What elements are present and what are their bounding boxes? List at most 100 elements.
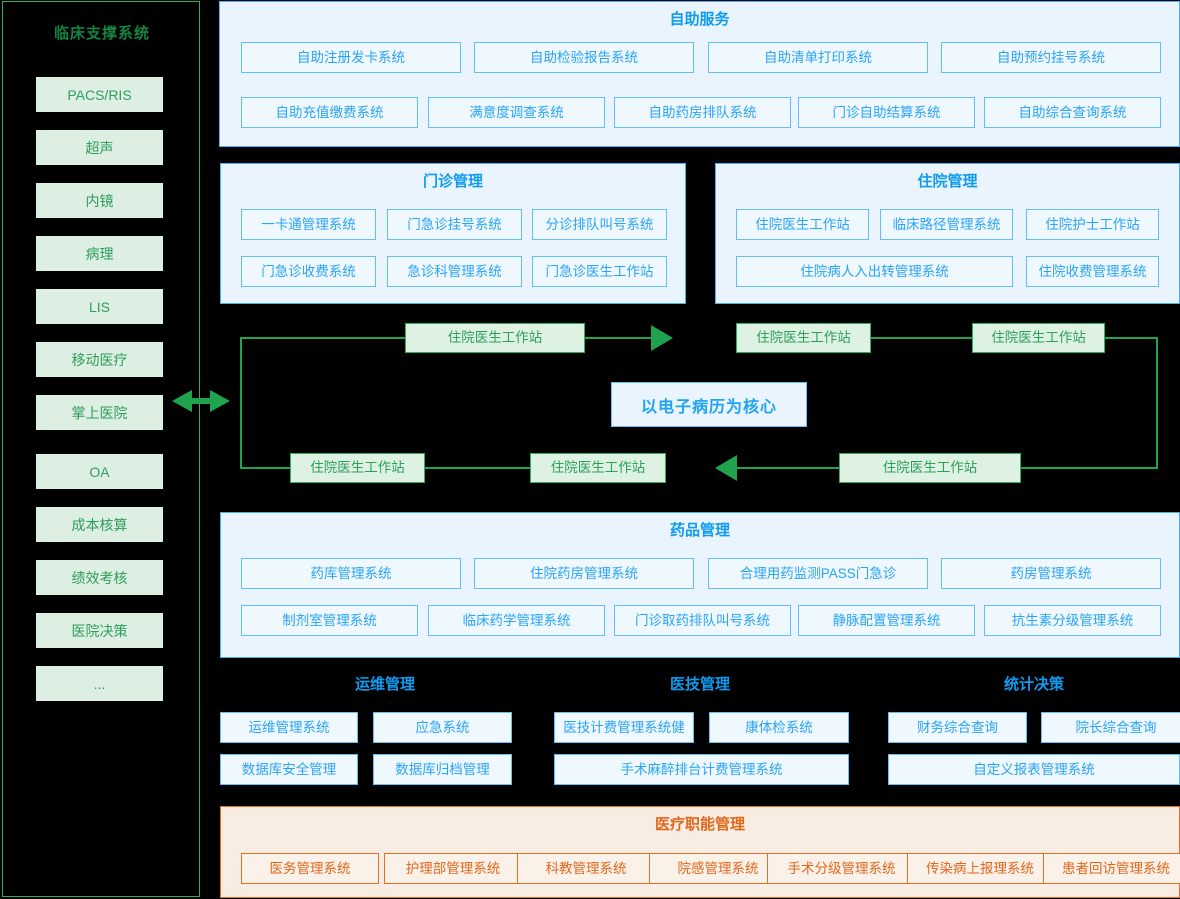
chip-inpatient-doctor-station[interactable]: 住院医生工作站 (736, 209, 869, 240)
sidebar-item-label: 绩效考核 (71, 569, 128, 586)
sidebar-item-label: 医院决策 (71, 622, 128, 639)
flow-line-right (1156, 337, 1158, 469)
sidebar-item-pathology[interactable]: 病理 (36, 236, 163, 271)
chip-outpatient-drug-queue[interactable]: 门诊取药排队叫号系统 (614, 605, 791, 636)
chip-antibiotic-grading[interactable]: 抗生素分级管理系统 (984, 605, 1161, 636)
flow-line-bottom-mid-left (414, 467, 532, 469)
chip-infectious-disease-report[interactable]: 传染病上报理系统 (907, 853, 1053, 884)
chip-medical-affairs[interactable]: 医务管理系统 (241, 853, 379, 884)
chip-infection-control[interactable]: 院感管理系统 (649, 853, 787, 884)
chip-clinical-pharmacy[interactable]: 临床药学管理系统 (428, 605, 605, 636)
chip-label: 财务综合查询 (917, 719, 998, 735)
chip-self-general-query[interactable]: 自助综合查询系统 (984, 97, 1161, 128)
chip-label: 科教管理系统 (545, 860, 627, 876)
sidebar-item-more[interactable]: ... (36, 666, 163, 701)
chip-iv-compounding[interactable]: 静脉配置管理系统 (798, 605, 975, 636)
sidebar-item-label: OA (89, 463, 110, 480)
sidebar-item-label: 成本核算 (71, 516, 128, 533)
panel-outpatient-title: 门诊管理 (422, 173, 483, 190)
chip-triage-queue[interactable]: 分诊排队叫号系统 (532, 209, 667, 240)
chip-director-query[interactable]: 院长综合查询 (1041, 712, 1180, 743)
sidebar-item-lis[interactable]: LIS (36, 289, 163, 324)
chip-pharmacy-management[interactable]: 药房管理系统 (941, 558, 1161, 589)
sidebar-item-cost-accounting[interactable]: 成本核算 (36, 507, 163, 542)
chip-inpatient-admission-transfer[interactable]: 住院病人入出转管理系统 (736, 256, 1013, 287)
chip-emergency-system[interactable]: 应急系统 (373, 712, 512, 743)
sidebar-item-mobile-care[interactable]: 移动医疗 (36, 342, 163, 377)
chip-drug-warehouse[interactable]: 药库管理系统 (241, 558, 461, 589)
sidebar-item-hospital-decision[interactable]: 医院决策 (36, 613, 163, 648)
flow-line-top-arrow (582, 337, 672, 339)
chip-db-archive[interactable]: 数据库归档管理 (373, 754, 512, 785)
chip-label: 制剂室管理系统 (282, 612, 377, 628)
emr-core-box[interactable]: 以电子病历为核心 (611, 382, 807, 427)
sidebar-item-ultrasound[interactable]: 超声 (36, 130, 163, 165)
chip-emergency-dept[interactable]: 急诊科管理系统 (387, 256, 522, 287)
chip-anesthesia-scheduling-billing[interactable]: 手术麻醉排台计费管理系统 (554, 754, 849, 785)
chip-label: 一卡通管理系统 (261, 216, 356, 232)
chip-nursing-dept[interactable]: 护理部管理系统 (384, 853, 522, 884)
chip-outpatient-doctor-station[interactable]: 门急诊医生工作站 (532, 256, 667, 287)
chip-label: 数据库安全管理 (241, 761, 337, 777)
chip-self-recharge[interactable]: 自助充值缴费系统 (241, 97, 418, 128)
flow-node-bottom-mid[interactable]: 住院医生工作站 (530, 453, 666, 483)
chip-medtech-billing[interactable]: 医技计费管理系统健 (554, 712, 694, 743)
bidirectional-link-arrow-icon (172, 390, 230, 412)
chip-inpatient-charging[interactable]: 住院收费管理系统 (1026, 256, 1159, 287)
chip-label: 自助药房排队系统 (648, 104, 757, 120)
panel-drug-title: 药品管理 (669, 522, 730, 539)
flow-node-top-right[interactable]: 住院医生工作站 (972, 323, 1105, 353)
chip-surgery-grading[interactable]: 手术分级管理系统 (767, 853, 916, 884)
emr-core-label: 以电子病历为核心 (640, 398, 777, 416)
clinical-support-sidebar: 临床支撑系统 PACS/RIS 超声 内镜 病理 LIS 移动医疗 掌上医院 O… (2, 1, 200, 897)
chip-patient-followup[interactable]: 患者回访管理系统 (1043, 853, 1180, 884)
flow-node-top-mid[interactable]: 住院医生工作站 (736, 323, 871, 353)
chip-label: 医务管理系统 (269, 860, 351, 876)
chip-outpatient-charging[interactable]: 门急诊收费系统 (241, 256, 376, 287)
chip-finance-query[interactable]: 财务综合查询 (888, 712, 1027, 743)
sidebar-item-palm-hospital[interactable]: 掌上医院 (36, 395, 163, 430)
chip-inpatient-pharmacy[interactable]: 住院药房管理系统 (474, 558, 694, 589)
sidebar-item-label: 移动医疗 (71, 351, 128, 368)
chip-one-card[interactable]: 一卡通管理系统 (241, 209, 376, 240)
chip-self-bill-print[interactable]: 自助清单打印系统 (708, 42, 928, 73)
flow-node-bottom-left[interactable]: 住院医生工作站 (290, 453, 425, 483)
chip-label: 院长综合查询 (1075, 719, 1157, 735)
chip-db-security[interactable]: 数据库安全管理 (220, 754, 358, 785)
sidebar-item-label: 病理 (85, 245, 114, 262)
sidebar-item-label: 内镜 (85, 192, 114, 209)
sidebar-item-oa[interactable]: OA (36, 454, 163, 489)
chip-label: 静脉配置管理系统 (832, 612, 941, 628)
chip-outpatient-self-settlement[interactable]: 门诊自助结算系统 (798, 97, 975, 128)
col-medtech-title: 医技管理 (669, 676, 730, 693)
sidebar-item-label: 超声 (85, 139, 114, 156)
flow-node-top-left[interactable]: 住院医生工作站 (405, 323, 585, 353)
chip-outpatient-registration[interactable]: 门急诊挂号系统 (387, 209, 522, 240)
chip-ops-management[interactable]: 运维管理系统 (220, 712, 358, 743)
chip-clinical-pathway[interactable]: 临床路径管理系统 (880, 209, 1013, 240)
flow-node-bottom-right[interactable]: 住院医生工作站 (839, 453, 1021, 483)
chip-preparation-room[interactable]: 制剂室管理系统 (241, 605, 418, 636)
chip-label: 住院收费管理系统 (1038, 263, 1147, 279)
chip-label: 住院病人入出转管理系统 (800, 263, 949, 279)
chip-self-lab-report[interactable]: 自助检验报告系统 (474, 42, 694, 73)
sidebar-item-endoscopy[interactable]: 内镜 (36, 183, 163, 218)
chip-self-appointment[interactable]: 自助预约挂号系统 (941, 42, 1161, 73)
chip-education-research[interactable]: 科教管理系统 (517, 853, 655, 884)
chip-label: 运维管理系统 (248, 719, 330, 735)
panel-inpatient: 住院管理 住院医生工作站 临床路径管理系统 住院护士工作站 住院病人入出转管理系… (715, 163, 1180, 304)
chip-satisfaction-survey[interactable]: 满意度调查系统 (428, 97, 605, 128)
sidebar-item-pacs-ris[interactable]: PACS/RIS (36, 77, 163, 112)
chip-custom-report[interactable]: 自定义报表管理系统 (888, 754, 1180, 785)
chip-self-pharmacy-queue[interactable]: 自助药房排队系统 (614, 97, 791, 128)
chip-label: 抗生素分级管理系统 (1011, 612, 1134, 628)
chip-pass-rational-drug-use[interactable]: 合理用药监测PASS门急诊 (708, 558, 928, 589)
chip-label: 自助充值缴费系统 (275, 104, 384, 120)
chip-self-registration[interactable]: 自助注册发卡系统 (241, 42, 461, 73)
sidebar-item-performance[interactable]: 绩效考核 (36, 560, 163, 595)
flow-line-top-left (240, 337, 455, 339)
chip-inpatient-nurse-station[interactable]: 住院护士工作站 (1026, 209, 1159, 240)
chip-health-checkup[interactable]: 康体检系统 (709, 712, 849, 743)
flow-node-label: 住院医生工作站 (991, 330, 1086, 346)
